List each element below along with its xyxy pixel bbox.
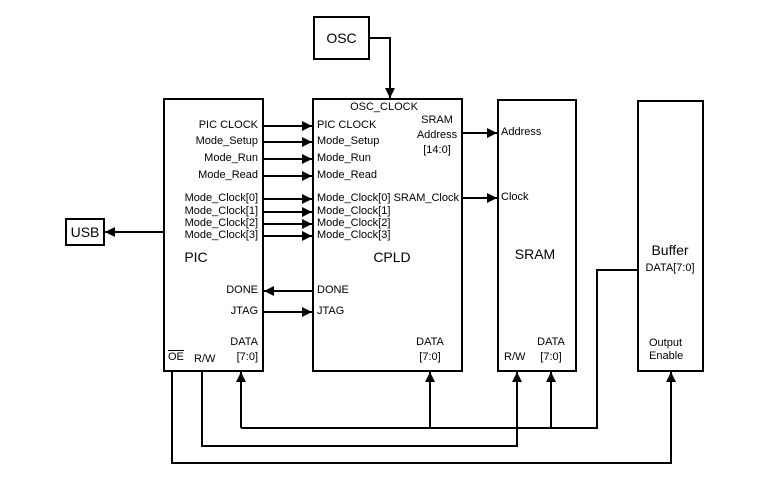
- cpld-pin-osc-clock: OSC_CLOCK: [350, 101, 418, 113]
- pic-block-label: PIC: [184, 249, 208, 265]
- cpld-pin-sram-clock: SRAM_Clock: [393, 192, 459, 204]
- sram-pin-data-line1: DATA: [537, 336, 565, 348]
- pic-pin-mode-clock-0: Mode_Clock[0]: [184, 192, 258, 204]
- pic-pin-mode-clock-2: Mode_Clock[2]: [184, 217, 258, 229]
- cpld-pin-done: DONE: [317, 284, 349, 296]
- sram-pin-data: DATA [7:0]: [537, 335, 565, 365]
- buffer-pin-output-enable: Output Enable: [649, 337, 683, 363]
- wire-rw-bus: [201, 372, 522, 447]
- usb-block: USB: [65, 218, 105, 246]
- pic-pin-mode-clock-1: Mode_Clock[1]: [184, 205, 258, 217]
- pic-block: [163, 98, 264, 372]
- cpld-pin-data-line2: [7:0]: [419, 351, 441, 363]
- pic-pin-mode-clock-3: Mode_Clock[3]: [184, 229, 258, 241]
- osc-block: OSC: [313, 16, 370, 60]
- cpld-pin-mode-read: Mode_Read: [317, 169, 377, 181]
- sram-pin-address: Address: [501, 126, 542, 138]
- pic-pin-data-line2: [7:0]: [236, 351, 258, 363]
- cpld-pin-mode-clock-1: Mode_Clock[1]: [317, 205, 391, 217]
- wire-osc-clock: [370, 37, 395, 98]
- pic-pin-mode-setup: Mode_Setup: [195, 135, 258, 147]
- buffer-pin-output-enable-line2: Enable: [649, 350, 684, 362]
- buffer-block: [637, 100, 704, 372]
- buffer-pin-data: DATA[7:0]: [645, 262, 695, 274]
- sram-block-label: SRAM: [514, 246, 556, 262]
- cpld-pin-sram-address-line2: Address: [416, 129, 458, 141]
- osc-block-label: OSC: [326, 30, 357, 46]
- cpld-pin-mode-setup: Mode_Setup: [317, 135, 380, 147]
- pic-pin-mode-read: Mode_Read: [198, 169, 258, 181]
- pic-pin-pic-clock: PIC CLOCK: [198, 119, 258, 131]
- sram-pin-rw: R/W: [504, 351, 526, 363]
- pic-pin-jtag: JTAG: [230, 305, 258, 317]
- cpld-pin-sram-address-line3: [14:0]: [423, 144, 451, 156]
- cpld-block: [312, 98, 463, 372]
- pic-pin-rw: R/W: [194, 353, 216, 365]
- cpld-pin-sram-address: SRAM Address [14:0]: [417, 113, 457, 158]
- cpld-pin-pic-clock: PIC CLOCK: [317, 119, 377, 131]
- pic-pin-oe: OE: [168, 351, 184, 363]
- buffer-pin-output-enable-line1: Output: [649, 337, 683, 349]
- wire-oe-bus: [171, 372, 676, 464]
- buffer-block-label: Buffer: [651, 242, 689, 258]
- cpld-pin-sram-address-line1: SRAM: [421, 114, 453, 126]
- pic-pin-data: DATA [7:0]: [230, 335, 258, 365]
- sram-block: [497, 99, 577, 372]
- cpld-pin-mode-clock-3: Mode_Clock[3]: [317, 229, 391, 241]
- usb-block-label: USB: [70, 224, 100, 240]
- pic-pin-data-line1: DATA: [230, 336, 258, 348]
- cpld-pin-jtag: JTAG: [317, 305, 345, 317]
- sram-pin-clock: Clock: [501, 191, 529, 203]
- cpld-block-label: CPLD: [373, 249, 411, 265]
- cpld-pin-mode-clock-0: Mode_Clock[0]: [317, 192, 391, 204]
- cpld-pin-mode-run: Mode_Run: [317, 152, 371, 164]
- pic-pin-mode-run: Mode_Run: [204, 152, 258, 164]
- cpld-pin-mode-clock-2: Mode_Clock[2]: [317, 217, 391, 229]
- cpld-pin-data-line1: DATA: [416, 336, 444, 348]
- sram-pin-data-line2: [7:0]: [540, 351, 562, 363]
- cpld-pin-data: DATA [7:0]: [416, 335, 444, 365]
- pic-pin-done: DONE: [226, 284, 258, 296]
